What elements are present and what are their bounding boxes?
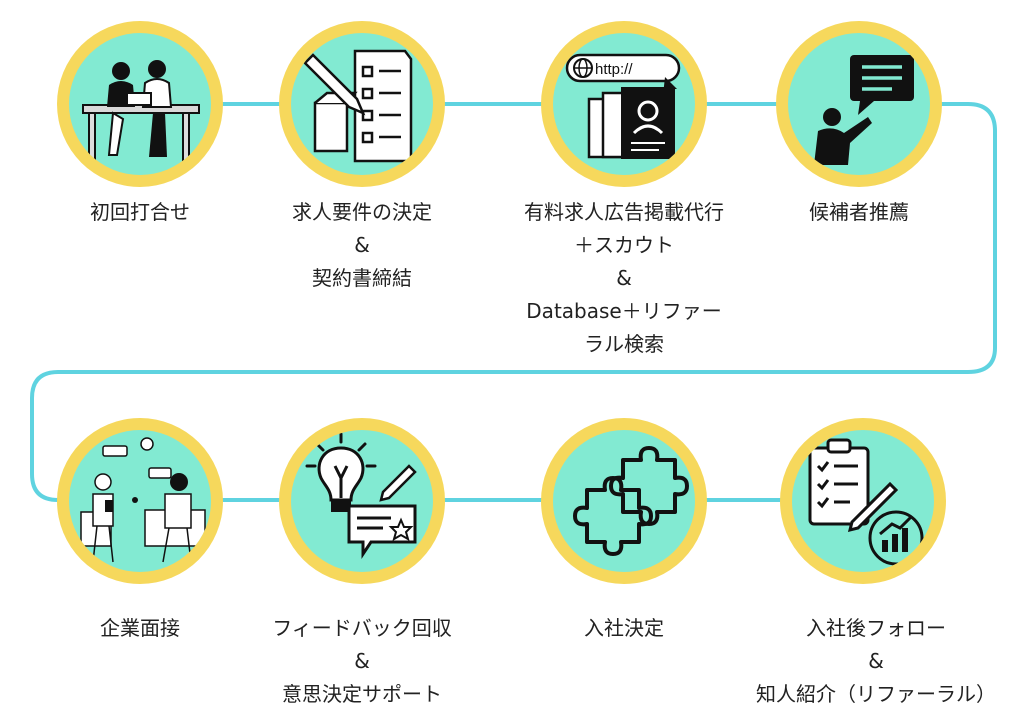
step-7-circle — [541, 418, 707, 584]
step-1-label: 初回打合せ — [90, 200, 190, 224]
puzzle-pieces-icon — [573, 446, 689, 556]
step-8-label: 入社後フォロー & 知人紹介（リファーラル） — [756, 616, 996, 706]
step-1-circle — [57, 21, 223, 187]
interview-people-icon — [80, 437, 206, 563]
browser-http-profiles-icon: http:// — [565, 53, 681, 159]
step-4-label: 候補者推薦 — [809, 200, 909, 224]
lightbulb-feedback-icon — [305, 432, 417, 559]
meeting-people-icon — [82, 60, 200, 164]
step-6-label: フィードバック回収 & 意思決定サポート — [272, 616, 452, 706]
step-3-circle: http:// — [541, 21, 707, 187]
step-6-circle — [279, 418, 445, 584]
step-3-label: 有料求人広告掲載代行 ＋スカウト & Database＋リファー ラル検索 — [524, 200, 724, 356]
step-4-circle — [776, 21, 942, 187]
step-2-circle — [279, 21, 445, 187]
step-8-circle — [780, 418, 946, 584]
step-7-label: 入社決定 — [584, 616, 664, 640]
http-text: http:// — [595, 61, 633, 78]
presenter-speech-icon — [814, 55, 914, 165]
checklist-contract-icon — [303, 49, 413, 163]
step-5-label: 企業面接 — [100, 616, 180, 640]
step-5-circle — [57, 418, 223, 584]
clipboard-growth-icon — [808, 438, 924, 566]
step-2-label: 求人要件の決定 & 契約書締結 — [292, 200, 432, 290]
